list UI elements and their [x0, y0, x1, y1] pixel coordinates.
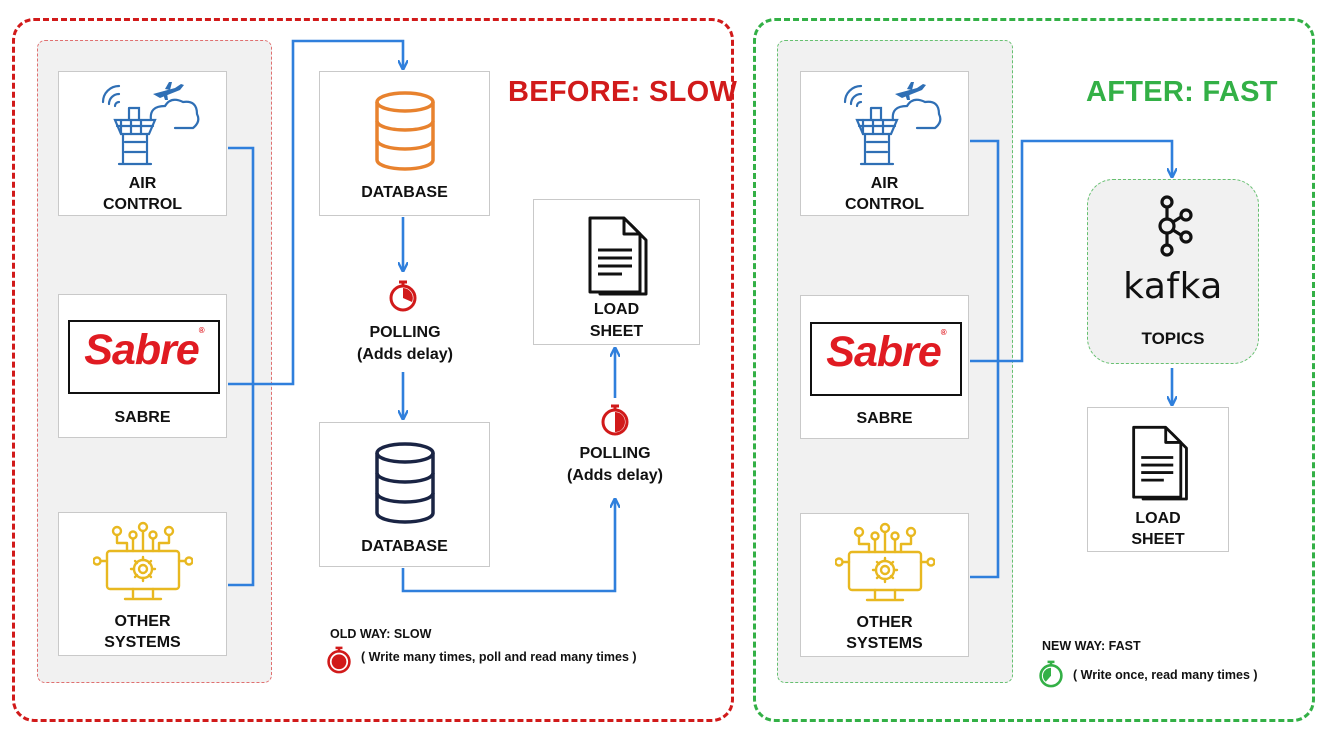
kafka-topics-box: kafka TOPICS — [1087, 179, 1259, 364]
kafka-logo-icon — [1158, 195, 1193, 257]
air-traffic-tower-icon — [843, 82, 942, 166]
after-load-sheet-line2: SHEET — [1131, 531, 1185, 548]
after-sabre-connector — [970, 139, 1172, 363]
polling-2-line2: (Adds delay) — [566, 467, 663, 484]
after-other-line1: OTHER — [856, 614, 913, 631]
database-top-label: DATABASE — [361, 184, 448, 201]
database-navy-icon — [375, 442, 435, 524]
before-load-sheet-card: LOAD SHEET — [533, 199, 700, 345]
after-air-control-line1: AIR — [870, 175, 899, 192]
database-top-card: DATABASE — [319, 71, 490, 216]
after-sources-connector — [970, 139, 1000, 579]
before-other-line1: OTHER — [114, 613, 171, 630]
before-load-sheet-line1: LOAD — [593, 301, 640, 318]
before-sabre-label: SABRE — [114, 409, 171, 426]
polling-2-label: POLLING (Adds delay) — [545, 443, 685, 487]
before-air-control-connector — [228, 146, 255, 587]
before-sabre-connector — [228, 39, 403, 386]
before-other-systems-card: OTHER SYSTEMS — [58, 512, 227, 656]
after-air-control-card: AIR CONTROL — [800, 71, 969, 216]
database-bottom-label: DATABASE — [361, 538, 448, 555]
document-icon — [588, 216, 648, 296]
before-air-control-line2: CONTROL — [102, 196, 183, 213]
after-sabre-card: Sabre® SABRE — [800, 295, 969, 439]
after-load-sheet-card: LOAD SHEET — [1087, 407, 1229, 552]
after-legend-text: ( Write once, read many times ) — [1073, 668, 1258, 682]
computer-gear-icon — [93, 521, 193, 601]
after-panel — [753, 18, 1315, 722]
before-sabre-card: Sabre® SABRE — [58, 294, 227, 438]
after-heading: AFTER: FAST — [1086, 76, 1278, 108]
sabre-logo-text: Sabre — [84, 326, 200, 374]
polling-1-label: POLLING (Adds delay) — [335, 322, 475, 366]
stopwatch-red-legend-icon — [327, 646, 351, 674]
kafka-logo-text: kafka — [1123, 266, 1223, 307]
before-load-sheet-line2: SHEET — [589, 323, 644, 340]
computer-gear-icon — [835, 522, 935, 602]
before-panel — [12, 18, 734, 722]
air-traffic-tower-icon — [101, 82, 200, 166]
after-load-sheet-line1: LOAD — [1135, 510, 1181, 527]
before-legend-title: OLD WAY: SLOW — [330, 627, 432, 641]
after-air-control-line2: CONTROL — [844, 196, 925, 213]
kafka-topics-label: TOPICS — [1141, 329, 1205, 348]
polling-1-line1: POLLING — [369, 324, 441, 341]
stopwatch-red-icon-1 — [389, 280, 417, 312]
after-legend-title: NEW WAY: FAST — [1042, 639, 1141, 653]
stopwatch-green-legend-icon — [1039, 660, 1063, 688]
before-air-control-card: AIR CONTROL — [58, 71, 227, 216]
after-other-line2: SYSTEMS — [846, 635, 923, 652]
after-sabre-label: SABRE — [856, 410, 913, 427]
before-heading: BEFORE: SLOW — [508, 76, 738, 108]
database-bottom-card: DATABASE — [319, 422, 490, 567]
polling-1-line2: (Adds delay) — [356, 346, 453, 363]
before-air-control-line1: AIR — [128, 175, 157, 192]
db-bottom-to-polling2-arrow — [401, 500, 615, 593]
before-legend-text: ( Write many times, poll and read many t… — [361, 650, 637, 664]
sabre-logo-text: Sabre — [826, 328, 942, 376]
polling-2-line1: POLLING — [579, 445, 651, 462]
document-icon — [1132, 425, 1188, 501]
sabre-logo: Sabre® — [68, 320, 220, 394]
database-orange-icon — [375, 91, 435, 171]
after-other-systems-card: OTHER SYSTEMS — [800, 513, 969, 657]
sabre-logo: Sabre® — [810, 322, 962, 396]
stopwatch-red-icon-2 — [601, 404, 629, 436]
before-other-line2: SYSTEMS — [104, 634, 181, 651]
